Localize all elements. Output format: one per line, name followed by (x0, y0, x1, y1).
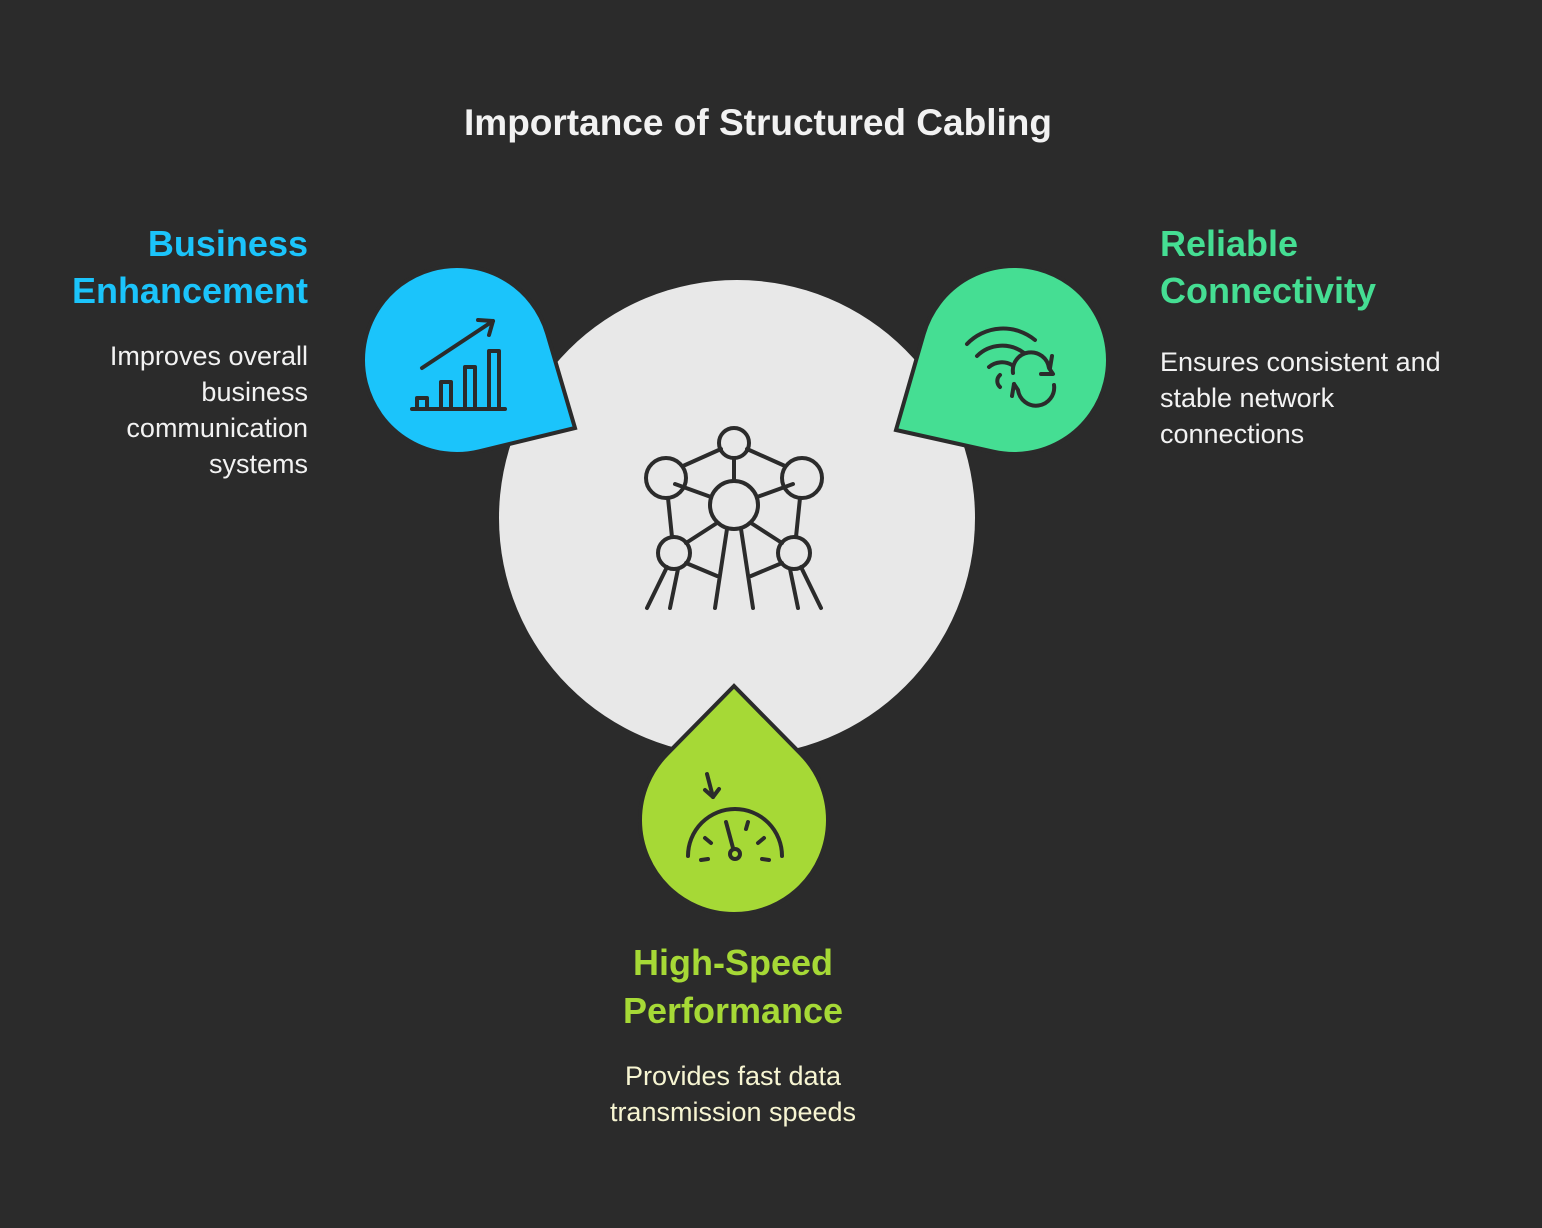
network-structure-icon (644, 426, 824, 610)
center-circle (499, 280, 975, 756)
speed-heading-line-1: High-Speed (632, 942, 833, 983)
reliable-drop (893, 264, 1110, 456)
business-desc-line-3: communication (126, 413, 308, 443)
speed-desc-line-1: Provides fast data (624, 1061, 842, 1091)
wifi-sync-icon (965, 326, 1054, 406)
business-drop (361, 264, 578, 456)
speedometer-icon (686, 772, 784, 862)
business-heading-line-1: Business (147, 223, 308, 264)
reliable-desc-line-1: Ensures consistent and (1160, 347, 1441, 377)
speed-desc-line-2: transmission speeds (609, 1097, 857, 1127)
reliable-heading-line-1: Reliable (1160, 223, 1299, 264)
growth-chart-icon (410, 318, 507, 411)
reliable-desc-line-3: connections (1160, 419, 1305, 449)
business-desc-line-1: Improves overall (109, 341, 308, 371)
business-desc-line-4: systems (208, 449, 308, 479)
speed-heading-line-2: Performance (622, 990, 844, 1031)
reliable-desc-line-2: stable network (1160, 383, 1335, 413)
business-desc-line-2: business (201, 377, 308, 407)
business-heading-line-2: Enhancement (71, 270, 308, 311)
reliable-heading-line-2: Connectivity (1160, 270, 1377, 311)
diagram-title: Importance of Structured Cabling (464, 102, 1052, 143)
